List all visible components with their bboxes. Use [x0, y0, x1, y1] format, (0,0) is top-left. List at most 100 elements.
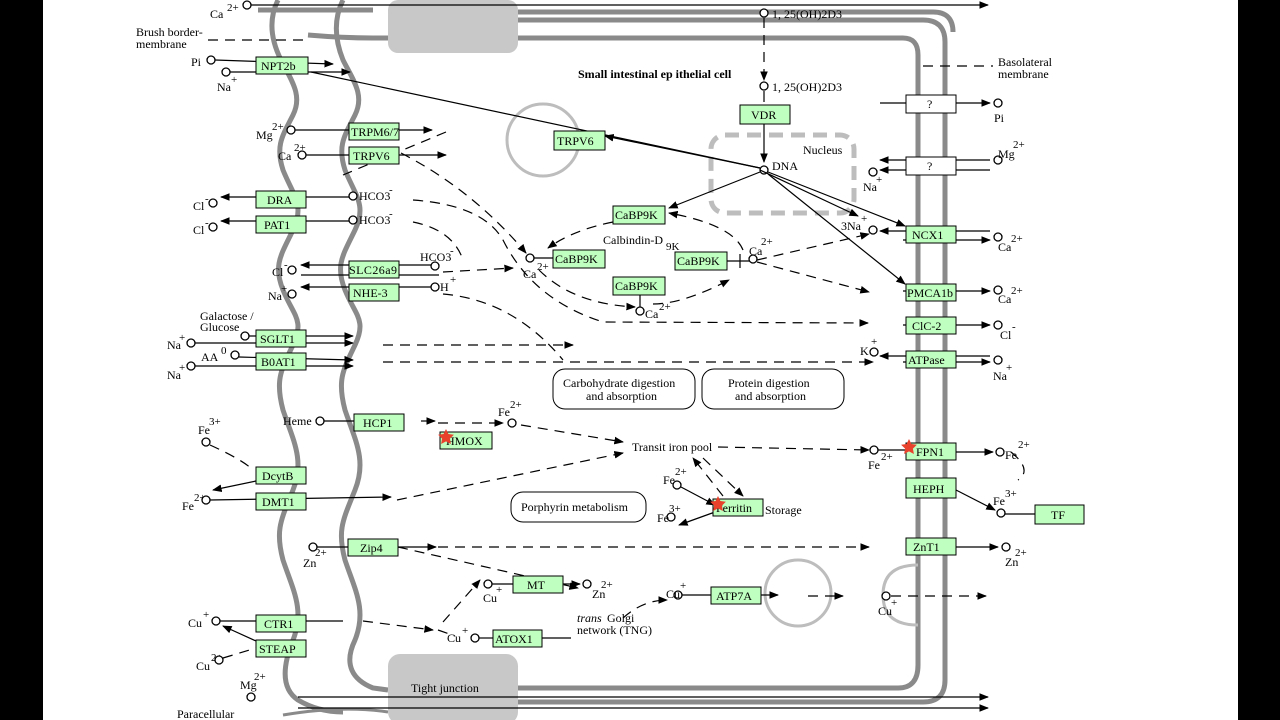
- gene-cabp9k-bottom[interactable]: CaBP9K: [612, 276, 666, 296]
- gene-hcp1[interactable]: HCP1: [353, 413, 405, 432]
- gene-nhe3[interactable]: NHE-3: [348, 283, 400, 302]
- gene-b0at1[interactable]: B0AT1: [255, 352, 307, 371]
- svg-text:Ca: Ca: [523, 267, 537, 281]
- gene-znt1[interactable]: ZnT1: [905, 537, 957, 556]
- svg-text:+: +: [231, 74, 237, 86]
- pathway-canvas: Tight junction Nucleus Brush border- mem…: [43, 0, 1238, 720]
- svg-text:ClC-2: ClC-2: [912, 319, 941, 333]
- gene-vdr[interactable]: VDR: [739, 104, 791, 125]
- gene-slc26a9[interactable]: SLC26a9: [348, 260, 400, 279]
- svg-text:NCX1: NCX1: [912, 228, 943, 242]
- svg-text:Cl: Cl: [193, 199, 205, 213]
- svg-text:Na: Na: [268, 289, 283, 303]
- gene-tf[interactable]: TF: [1034, 504, 1085, 525]
- svg-text:MT: MT: [527, 578, 546, 592]
- svg-text:Ca: Ca: [998, 292, 1012, 306]
- marker-star-ferritin: [710, 496, 726, 511]
- gene-cabp9k-left[interactable]: CaBP9K: [552, 249, 606, 269]
- svg-text:2+: 2+: [1013, 139, 1025, 151]
- svg-text:PMCA1b: PMCA1b: [907, 286, 953, 300]
- svg-text:Pi: Pi: [191, 55, 202, 69]
- svg-text:+: +: [179, 362, 185, 374]
- junction-top: [388, 0, 518, 53]
- gene-mt[interactable]: MT: [512, 575, 564, 594]
- gene-atp7a[interactable]: ATP7A: [710, 586, 762, 605]
- vesicle-2: [763, 558, 833, 628]
- svg-text:Fe: Fe: [182, 499, 194, 513]
- svg-text:+: +: [876, 174, 882, 186]
- svg-text:CaBP9K: CaBP9K: [615, 208, 658, 222]
- gene-heph[interactable]: HEPH: [905, 477, 957, 499]
- gene-npt2b[interactable]: NPT2b: [255, 56, 309, 75]
- svg-text:NPT2b: NPT2b: [261, 59, 296, 73]
- svg-text:Porphyrin metabolism: Porphyrin metabolism: [521, 500, 629, 514]
- gene-unknown-pi[interactable]: ?: [905, 94, 957, 114]
- gene-fpn1[interactable]: FPN1: [905, 442, 957, 461]
- ca-top: Ca: [210, 7, 224, 21]
- protein-digestion-box[interactable]: Protein digestion and absorption: [701, 368, 845, 410]
- svg-text:Cu: Cu: [666, 587, 680, 601]
- gene-dra[interactable]: DRA: [255, 190, 307, 209]
- gene-sglt1[interactable]: SGLT1: [255, 329, 307, 348]
- gene-atpase[interactable]: ATPase: [905, 350, 957, 369]
- svg-text:+: +: [179, 332, 185, 344]
- porphyrin-metabolism-box[interactable]: Porphyrin metabolism: [510, 491, 647, 523]
- svg-text:+: +: [496, 584, 502, 596]
- cell-membrane: [258, 0, 956, 717]
- svg-text:HMOX: HMOX: [446, 434, 483, 448]
- svg-text:0: 0: [221, 345, 227, 357]
- svg-text:Cu: Cu: [188, 616, 202, 630]
- gene-cabp9k-top[interactable]: CaBP9K: [612, 205, 666, 225]
- svg-text:2+: 2+: [761, 236, 773, 248]
- svg-text:DRA: DRA: [267, 193, 293, 207]
- gene-pmca1b[interactable]: PMCA1b: [905, 283, 957, 302]
- gene-clc2[interactable]: ClC-2: [905, 316, 957, 335]
- svg-text:Na: Na: [167, 338, 182, 352]
- svg-text:Fe: Fe: [1005, 448, 1017, 462]
- svg-text:PAT1: PAT1: [264, 218, 290, 232]
- svg-text:Ca: Ca: [998, 240, 1012, 254]
- carb-digestion-box[interactable]: Carbohydrate digestion and absorption: [552, 368, 696, 410]
- svg-text:TRPV6: TRPV6: [353, 149, 390, 163]
- svg-text:network (TNG): network (TNG): [577, 623, 652, 637]
- svg-text:SLC26a9: SLC26a9: [349, 263, 397, 277]
- transit-iron-pool: Transit iron pool: [632, 440, 713, 454]
- svg-text:?: ?: [927, 159, 932, 173]
- basolateral-label-2: membrane: [998, 67, 1049, 81]
- gene-dmt1[interactable]: DMT1: [255, 492, 307, 511]
- svg-text:2+: 2+: [510, 399, 522, 411]
- gene-atox1[interactable]: ATOX1: [492, 629, 543, 648]
- paracellular-label: Paracellular: [177, 707, 234, 720]
- svg-text:STEAP: STEAP: [259, 642, 296, 656]
- svg-text:+: +: [450, 274, 456, 286]
- gene-zip4[interactable]: Zip4: [347, 538, 399, 557]
- gene-hmox[interactable]: HMOX: [439, 431, 493, 450]
- svg-text:HCP1: HCP1: [363, 416, 392, 430]
- svg-text:2+: 2+: [881, 451, 893, 463]
- gene-steap[interactable]: STEAP: [255, 639, 307, 658]
- svg-text:Cu: Cu: [483, 591, 497, 605]
- svg-text:Ca: Ca: [749, 244, 763, 258]
- svg-text:Cl: Cl: [193, 223, 205, 237]
- marker-star-hmox: [438, 429, 454, 444]
- svg-text:-: -: [1012, 321, 1016, 333]
- svg-text:Cu: Cu: [447, 631, 461, 645]
- svg-text:ATP7A: ATP7A: [716, 589, 752, 603]
- svg-text:K: K: [860, 344, 869, 358]
- gene-pat1[interactable]: PAT1: [255, 215, 307, 234]
- gene-ferritin[interactable]: Ferritin: [712, 498, 764, 517]
- gene-trpv6-cell[interactable]: TRPV6: [553, 130, 606, 151]
- svg-text:+: +: [281, 283, 287, 295]
- svg-text:SGLT1: SGLT1: [260, 332, 295, 346]
- gene-ctr1[interactable]: CTR1: [255, 614, 307, 633]
- gene-dcytb[interactable]: DcytB: [255, 466, 307, 485]
- svg-text:ATOX1: ATOX1: [495, 632, 533, 646]
- gene-cabp9k-right[interactable]: CaBP9K: [674, 251, 728, 271]
- svg-text:Zn: Zn: [592, 587, 605, 601]
- svg-text:2+: 2+: [272, 121, 284, 133]
- svg-text:VDR: VDR: [751, 108, 776, 122]
- gene-trpm67[interactable]: TRPM6/7: [348, 122, 400, 141]
- gene-trpv6-apical[interactable]: TRPV6: [348, 146, 400, 165]
- gene-ncx1[interactable]: NCX1: [905, 225, 957, 244]
- gene-unknown-mg[interactable]: ?: [905, 156, 957, 176]
